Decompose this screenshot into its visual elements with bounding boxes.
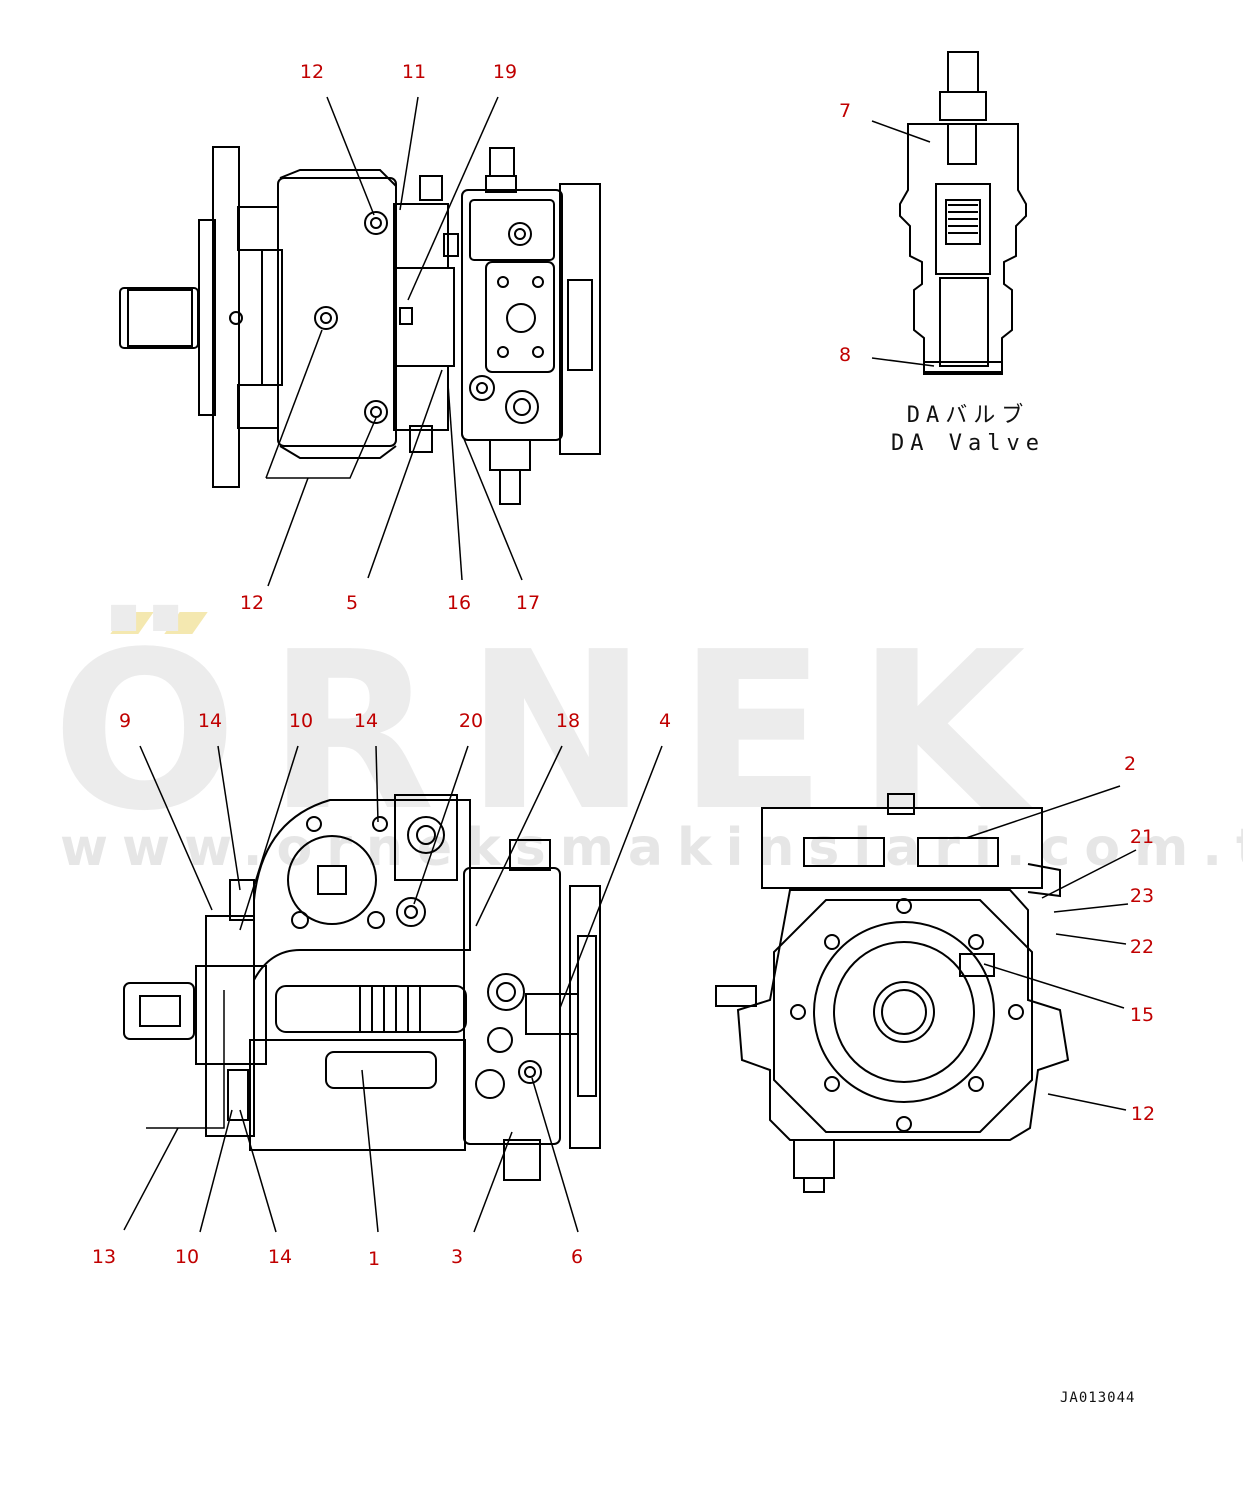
callout-23[interactable]: 23 [1129,885,1155,907]
callout-14-b[interactable]: 14 [353,710,379,732]
da-valve-drawing [899,51,1027,375]
callout-2[interactable]: 2 [1123,753,1137,775]
callout-19[interactable]: 19 [492,61,518,83]
section-view [123,794,601,1181]
callout-14-c[interactable]: 14 [267,1246,293,1268]
callout-17[interactable]: 17 [515,592,541,614]
callout-6[interactable]: 6 [570,1246,584,1268]
callout-14-a[interactable]: 14 [197,710,223,732]
callout-12-lower[interactable]: 12 [239,592,265,614]
callout-10-a[interactable]: 10 [288,710,314,732]
callout-11[interactable]: 11 [401,61,427,83]
callout-13[interactable]: 13 [91,1246,117,1268]
callout-3[interactable]: 3 [450,1246,464,1268]
callout-16[interactable]: 16 [446,592,472,614]
da-valve-caption-jp: DAバルブ [906,403,1030,428]
watermark-brand: ÖRNEK [52,606,1056,859]
callout-12-right[interactable]: 12 [1130,1103,1156,1125]
callout-10-b[interactable]: 10 [174,1246,200,1268]
callout-18[interactable]: 18 [555,710,581,732]
callout-8[interactable]: 8 [838,344,852,366]
callout-5[interactable]: 5 [345,592,359,614]
da-valve-caption-en: DA Valve [891,431,1045,456]
callout-15[interactable]: 15 [1129,1004,1155,1026]
callout-12-top[interactable]: 12 [299,61,325,83]
drawing-code: JA013044 [1060,1390,1136,1406]
callout-20[interactable]: 20 [458,710,484,732]
leader-lines [123,96,1137,1233]
end-face-view [715,793,1070,1193]
top-pump-view [119,146,601,505]
callout-21[interactable]: 21 [1129,826,1155,848]
callout-22[interactable]: 22 [1129,936,1155,958]
callout-7[interactable]: 7 [838,100,852,122]
callout-1[interactable]: 1 [367,1248,381,1270]
callout-9[interactable]: 9 [118,710,132,732]
callout-4[interactable]: 4 [658,710,672,732]
